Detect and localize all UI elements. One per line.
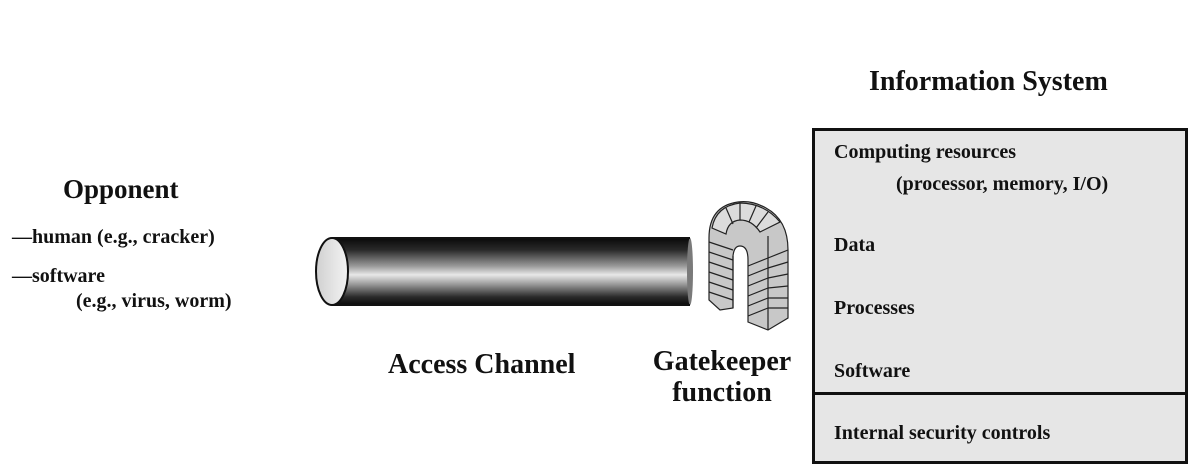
gatekeeper-label-line2: function bbox=[672, 377, 772, 408]
information-system-title: Information System bbox=[869, 66, 1108, 97]
opponent-item-software-detail: (e.g., virus, worm) bbox=[76, 290, 232, 312]
is-item-computing-resources-detail: (processor, memory, I/O) bbox=[896, 173, 1109, 195]
is-item-data: Data bbox=[834, 234, 876, 256]
internal-controls-divider bbox=[815, 392, 1185, 395]
internal-security-controls: Internal security controls bbox=[834, 422, 1051, 444]
gatekeeper-icon bbox=[708, 201, 789, 331]
opponent-title: Opponent bbox=[63, 174, 179, 204]
access-channel-label: Access Channel bbox=[388, 349, 576, 380]
information-system-box bbox=[812, 128, 1188, 464]
access-channel-cylinder bbox=[315, 237, 693, 306]
opponent-item-human: —human (e.g., cracker) bbox=[12, 226, 215, 248]
opponent-item-software: —software bbox=[12, 265, 105, 287]
is-item-software: Software bbox=[834, 360, 911, 382]
is-item-computing-resources: Computing resources bbox=[834, 141, 1017, 163]
gatekeeper-label: Gatekeeper function bbox=[644, 346, 800, 408]
gatekeeper-label-line1: Gatekeeper bbox=[652, 346, 792, 377]
is-item-processes: Processes bbox=[834, 297, 915, 319]
